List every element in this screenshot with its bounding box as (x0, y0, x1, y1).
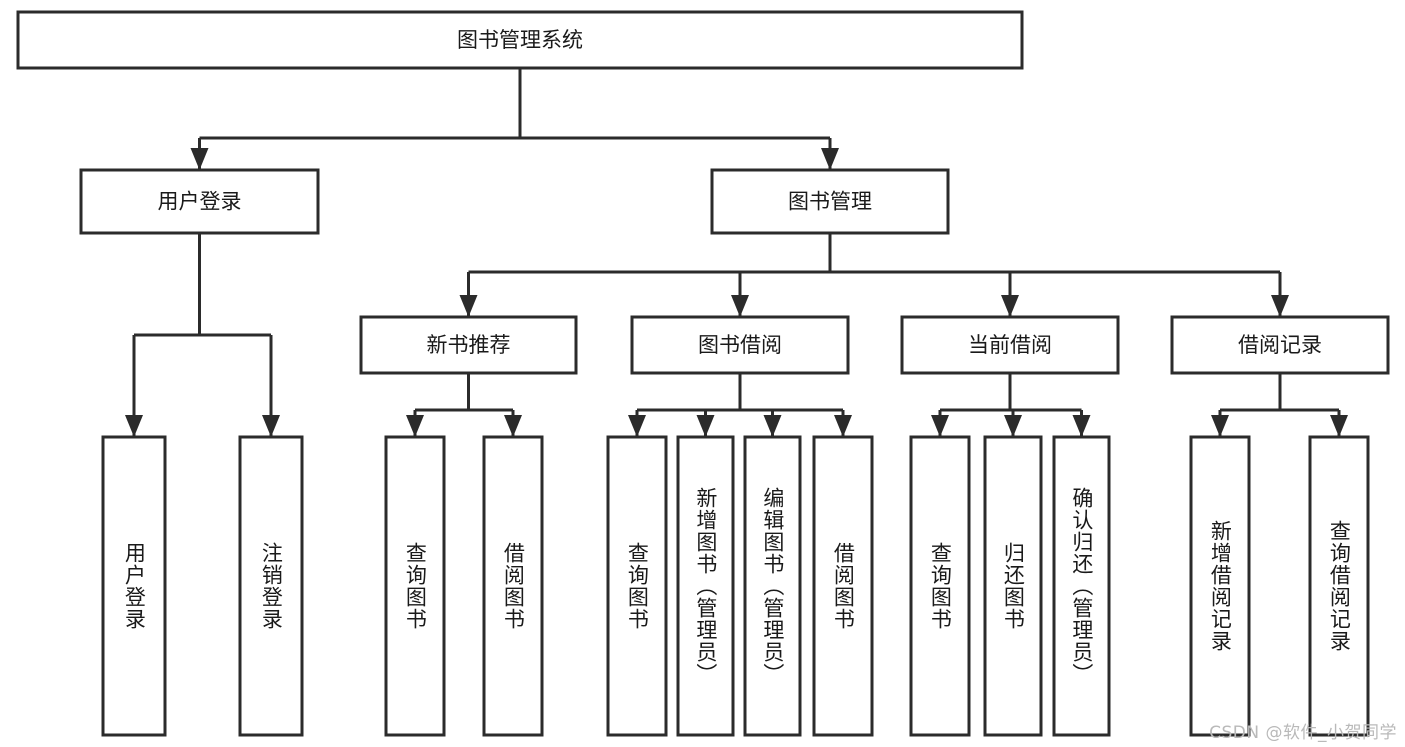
node-box-borrow-record[interactable] (1170, 315, 1390, 375)
node-label-current-borrow: 当前借阅 (968, 333, 1052, 357)
leaf-box-leaf-edit-book[interactable] (743, 435, 802, 737)
arrow-head-icon (406, 415, 424, 437)
leaf-box-leaf-add-record[interactable] (1189, 435, 1251, 737)
leaf-box-leaf-return-book[interactable] (983, 435, 1043, 737)
node-label-book-borrow: 图书借阅 (698, 333, 782, 357)
node-box-current-borrow[interactable] (900, 315, 1120, 375)
arrow-head-icon (931, 415, 949, 437)
leaf-box-leaf-confirm-return[interactable] (1052, 435, 1111, 737)
arrow-head-icon (1271, 295, 1289, 317)
leaf-box-leaf-query-record[interactable] (1308, 435, 1370, 737)
node-box-book-manage[interactable] (710, 168, 950, 235)
arrow-head-icon (834, 415, 852, 437)
node-label-root: 图书管理系统 (457, 28, 583, 52)
leaf-box-leaf-user-logout[interactable] (238, 435, 304, 737)
arrow-head-icon (696, 415, 715, 437)
csdn-watermark: CSDN @软件_小贺同学 (1209, 723, 1397, 743)
arrow-head-icon (1001, 295, 1019, 317)
arrow-head-icon (1330, 415, 1348, 437)
leaf-box-leaf-borrow-book-2[interactable] (812, 435, 874, 737)
leaf-box-leaf-user-login[interactable] (101, 435, 167, 737)
boxes-layer (16, 10, 1390, 737)
arrow-head-icon (763, 415, 782, 437)
arrow-head-icon (1072, 415, 1091, 437)
leaf-box-leaf-query-book-2[interactable] (606, 435, 668, 737)
leaf-box-leaf-query-book-3[interactable] (909, 435, 971, 737)
node-label-new-book-rec: 新书推荐 (427, 333, 511, 357)
arrow-head-icon (125, 415, 143, 437)
node-label-book-manage: 图书管理 (788, 190, 872, 214)
arrow-head-icon (504, 415, 522, 437)
connectors-layer (125, 68, 1348, 437)
node-box-book-borrow[interactable] (630, 315, 850, 375)
leaf-box-leaf-add-book[interactable] (676, 435, 735, 737)
node-box-new-book-rec[interactable] (359, 315, 578, 375)
arrow-head-icon (262, 415, 280, 437)
arrow-head-icon (731, 295, 749, 317)
arrow-head-icon (628, 415, 646, 437)
leaf-box-leaf-borrow-book-1[interactable] (482, 435, 544, 737)
arrow-head-icon (459, 295, 478, 317)
arrow-head-icon (190, 148, 209, 170)
leaf-box-leaf-query-book-1[interactable] (384, 435, 446, 737)
node-box-user-login[interactable] (79, 168, 320, 235)
arrow-head-icon (1211, 415, 1229, 437)
arrow-head-icon (1004, 415, 1022, 437)
node-label-user-login: 用户登录 (158, 190, 242, 214)
arrow-head-icon (821, 148, 839, 170)
node-label-borrow-record: 借阅记录 (1238, 333, 1322, 357)
node-box-root[interactable] (16, 10, 1024, 70)
